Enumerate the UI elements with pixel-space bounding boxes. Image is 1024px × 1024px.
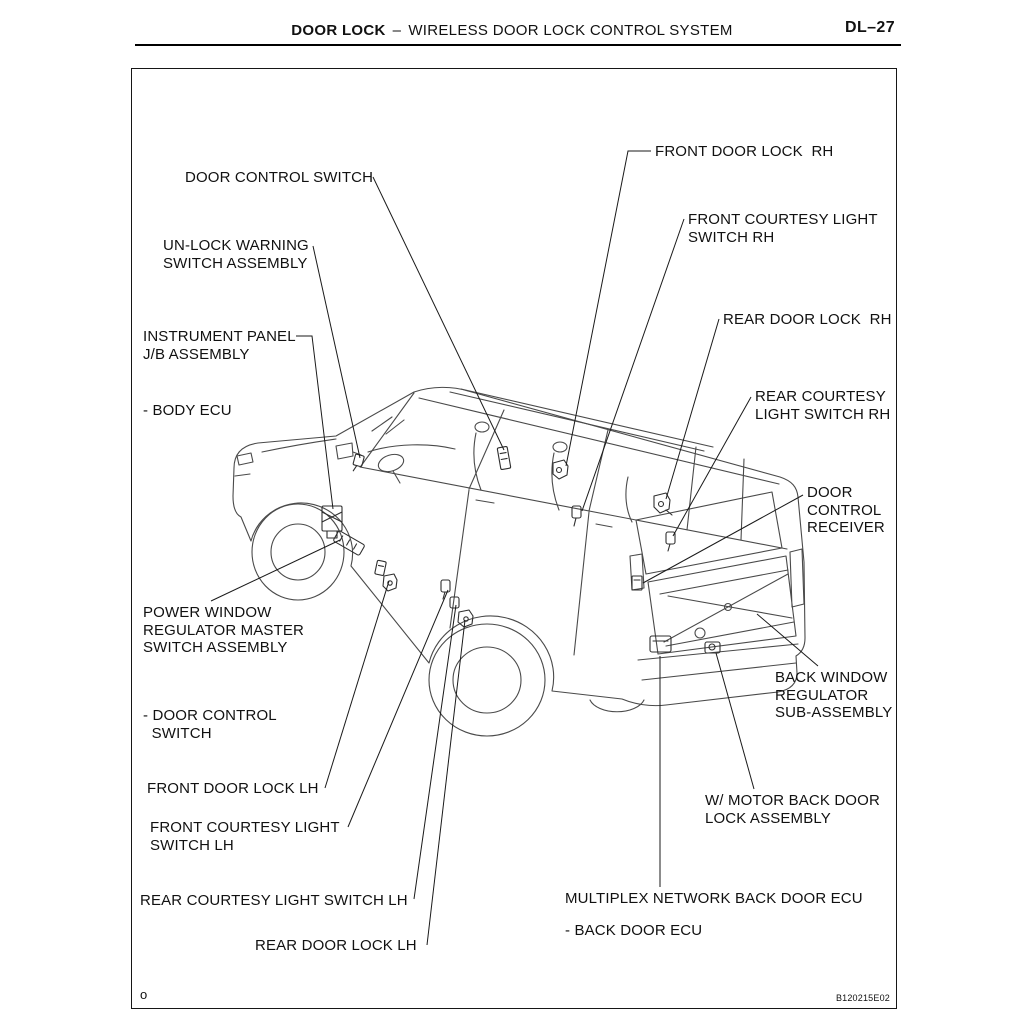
label-back-window-regulator: BACK WINDOW REGULATOR SUB-ASSEMBLY bbox=[775, 669, 893, 721]
leader-door-control-switch bbox=[372, 176, 505, 451]
front-wheel-inner bbox=[270, 523, 326, 581]
label-rear-courtesy-light-switch-lh: REAR COURTESY LIGHT SWITCH LH bbox=[140, 892, 408, 909]
rear-wheel-outer bbox=[428, 623, 546, 737]
back-window-regulator-icon bbox=[659, 569, 795, 647]
label-power-window-master: POWER WINDOW REGULATOR MASTER SWITCH ASS… bbox=[143, 604, 305, 656]
figure-corner-mark: o bbox=[140, 987, 148, 1002]
door-control-receiver-icon bbox=[631, 575, 643, 591]
front-door-lock-rh-icon bbox=[552, 459, 569, 480]
front-wheel-outer bbox=[251, 503, 345, 601]
leader-door-control-receiver bbox=[642, 494, 804, 584]
leader-power-window-master bbox=[210, 539, 341, 602]
figure-border: o B120215E02 bbox=[131, 68, 897, 1009]
label-body-ecu: - BODY ECU bbox=[143, 402, 232, 419]
leader-lines bbox=[210, 150, 819, 946]
power-window-master-switch-icon bbox=[333, 530, 365, 556]
vehicle-rear-hatch bbox=[629, 491, 805, 681]
figure-code: B120215E02 bbox=[835, 993, 890, 1003]
label-front-door-lock-lh: FRONT DOOR LOCK LH bbox=[147, 780, 319, 797]
label-multiplex-back-door-ecu: MULTIPLEX NETWORK BACK DOOR ECU bbox=[565, 890, 863, 907]
leader-front-door-lock-rh bbox=[565, 150, 651, 467]
page-number: DL–27 bbox=[845, 19, 896, 36]
seat-headrest-rear bbox=[552, 441, 568, 453]
system-title: WIRELESS DOOR LOCK CONTROL SYSTEM bbox=[408, 22, 733, 39]
unlock-warning-switch-icon bbox=[352, 453, 365, 472]
vehicle-roof-rails bbox=[449, 388, 714, 452]
component-icons bbox=[321, 445, 721, 654]
rear-courtesy-light-switch-lh-icon bbox=[449, 596, 460, 609]
header-rule bbox=[135, 44, 901, 46]
front-courtesy-light-switch-lh-icon bbox=[440, 579, 451, 600]
steering-wheel-icon bbox=[377, 453, 405, 473]
leader-front-door-lock-lh bbox=[324, 580, 390, 789]
page-header: DOOR LOCK–WIRELESS DOOR LOCK CONTROL SYS… bbox=[0, 22, 1024, 39]
vehicle-interior-lines bbox=[367, 432, 633, 523]
rear-door-lock-rh-icon bbox=[653, 492, 673, 516]
vehicle-body-outline bbox=[232, 386, 806, 707]
leader-rear-door-lock-rh bbox=[665, 318, 720, 500]
header-separator: – bbox=[392, 22, 402, 39]
front-door-lock-lh-icon bbox=[382, 573, 398, 592]
leader-rear-courtesy-light-switch-rh bbox=[672, 396, 752, 537]
vehicle-underbody-wheel-hint bbox=[589, 699, 645, 713]
vehicle-front-details bbox=[234, 416, 405, 477]
vehicle-greenhouse-lines bbox=[359, 392, 788, 550]
door-control-switch-lh-icon bbox=[374, 559, 387, 576]
label-rear-door-lock-lh: REAR DOOR LOCK LH bbox=[255, 937, 417, 954]
instrument-panel-jb-icon bbox=[321, 505, 343, 539]
rear-door-lock-lh-icon bbox=[457, 609, 474, 628]
leader-rear-courtesy-light-switch-lh bbox=[413, 604, 457, 900]
label-rear-door-lock-rh: REAR DOOR LOCK RH bbox=[723, 311, 892, 328]
label-door-control-switch: DOOR CONTROL SWITCH bbox=[185, 169, 374, 186]
label-front-courtesy-light-switch-rh: FRONT COURTESY LIGHT SWITCH RH bbox=[688, 211, 878, 246]
leader-front-courtesy-light-switch-rh bbox=[581, 218, 685, 512]
label-instrument-panel-jb: INSTRUMENT PANEL J/B ASSEMBLY bbox=[143, 328, 296, 363]
label-front-door-lock-rh: FRONT DOOR LOCK RH bbox=[655, 143, 834, 160]
seat-headrest-front bbox=[474, 421, 490, 433]
label-front-courtesy-light-switch-lh: FRONT COURTESY LIGHT SWITCH LH bbox=[150, 819, 340, 854]
label-door-control-switch-sub: - DOOR CONTROL SWITCH bbox=[143, 707, 277, 742]
leader-back-window-regulator bbox=[756, 613, 819, 667]
leader-front-courtesy-light-switch-lh bbox=[347, 589, 449, 828]
leader-unlock-warning-switch bbox=[312, 245, 361, 459]
vehicle-drawing bbox=[232, 386, 806, 737]
back-door-lock-icon bbox=[704, 641, 721, 654]
front-courtesy-light-switch-rh-icon bbox=[571, 505, 582, 527]
rear-wheel-inner bbox=[452, 646, 522, 714]
section-name: DOOR LOCK bbox=[291, 22, 386, 39]
rear-courtesy-light-switch-rh-icon bbox=[665, 531, 676, 552]
leader-w-motor-back-door-lock bbox=[715, 652, 755, 790]
label-unlock-warning-switch: UN-LOCK WARNING SWITCH ASSEMBLY bbox=[163, 237, 309, 272]
label-back-door-ecu: - BACK DOOR ECU bbox=[565, 922, 703, 939]
leader-instrument-panel-jb bbox=[296, 335, 334, 510]
vehicle-door-seams bbox=[449, 489, 613, 656]
multiplex-back-door-ecu-icon bbox=[649, 635, 672, 653]
label-w-motor-back-door-lock: W/ MOTOR BACK DOOR LOCK ASSEMBLY bbox=[705, 792, 880, 827]
label-door-control-receiver: DOOR CONTROL RECEIVER bbox=[807, 484, 885, 536]
label-rear-courtesy-light-switch-rh: REAR COURTESY LIGHT SWITCH RH bbox=[755, 388, 891, 423]
leader-rear-door-lock-lh bbox=[426, 619, 466, 946]
